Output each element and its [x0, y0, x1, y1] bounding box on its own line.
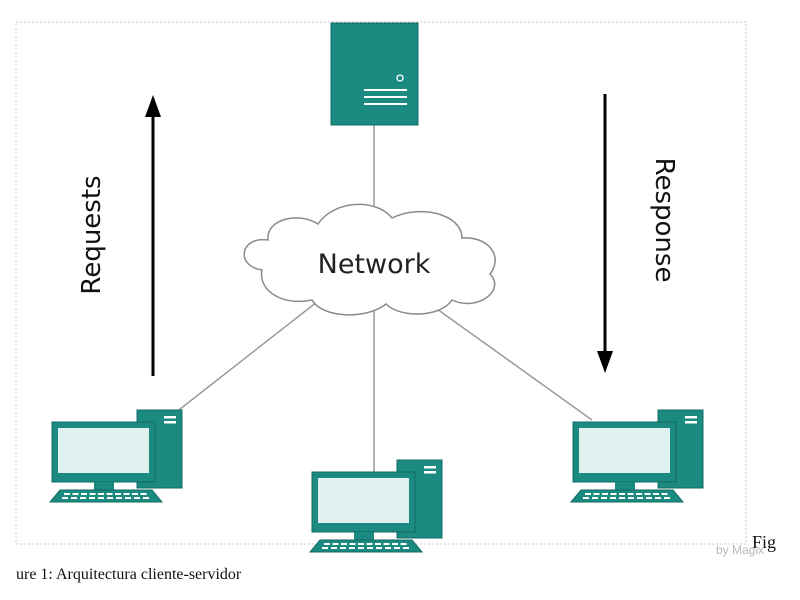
network-label: Network: [318, 249, 431, 280]
requests-label: Requests: [77, 175, 107, 294]
server-icon: [330, 22, 419, 126]
response-arrow-icon: [597, 94, 613, 373]
network-left-client-line: [174, 297, 323, 414]
caption-fig-prefix: Fig: [752, 532, 777, 552]
network-right-client-line: [429, 303, 593, 421]
watermark: by Magix: [716, 543, 765, 557]
network-cloud-icon: [243, 203, 496, 316]
client-computer-left-icon: [48, 409, 183, 503]
client-computer-center-icon: [308, 459, 443, 553]
requests-arrow-icon: [145, 95, 161, 376]
figure-caption: ure 1: Arquitectura cliente-servidor: [16, 566, 242, 583]
connector-lines: [174, 125, 593, 473]
client-computer-right-icon: [569, 409, 704, 503]
response-label: Response: [649, 158, 679, 283]
